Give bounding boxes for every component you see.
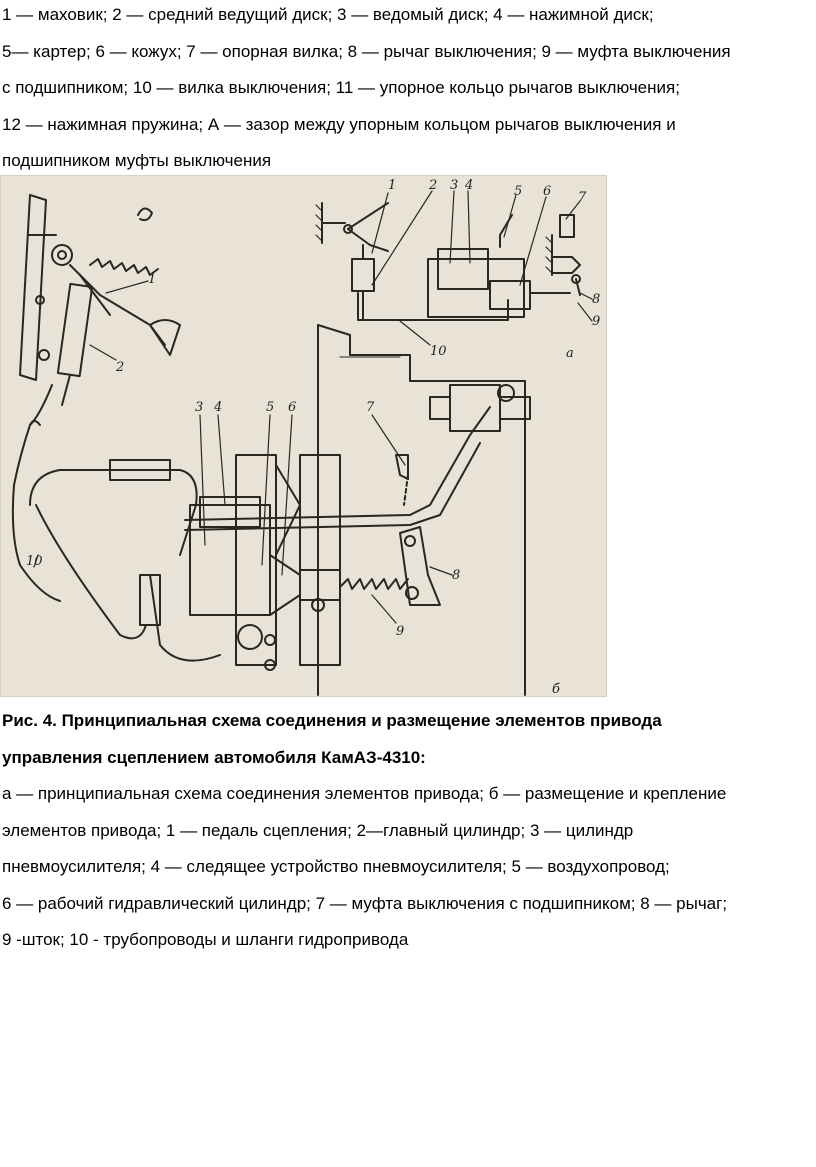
label-a-letter: a [566,346,574,361]
label-b-2: 2 [115,360,124,375]
label-b-10: 10 [26,554,43,569]
label-b-4: 4 [213,400,222,415]
label-a-3: 3 [450,178,458,193]
legend-line: подшипником муфты выключения [2,151,272,170]
figure-background [0,175,607,697]
clutch-drive-figure: 1 2 3 4 5 6 7 8 9 10 a 1 2 3 4 5 6 7 8 9… [0,175,607,697]
label-a-8: 8 [592,292,600,307]
label-a-9: 9 [592,314,600,329]
figure-caption: Рис. 4. Принципиальная схема соединения … [2,703,814,959]
label-a-6: 6 [543,184,551,199]
label-a-7: 7 [578,190,587,205]
caption-body-line: элементов привода; 1 — педаль сцепления;… [2,820,634,840]
schematic-a [315,202,581,321]
label-b-1: 1 [148,272,156,287]
legend-top: 1 — маховик; 2 — средний ведущий диск; 3… [2,0,814,180]
label-b-3: 3 [195,400,203,415]
label-b-8: 8 [452,568,460,583]
assembly-b [11,194,531,696]
caption-title-line: управления сцеплением автомобиля КамАЗ-4… [2,747,426,767]
caption-body-line: 6 — рабочий гидравлический цилиндр; 7 — … [2,893,728,913]
label-a-1: 1 [388,178,396,193]
label-b-5: 5 [266,400,274,415]
caption-body-line: 9 -шток; 10 - трубопроводы и шланги гидр… [2,930,409,949]
label-b-9: 9 [396,624,404,639]
label-b-6: 6 [288,400,296,415]
label-a-4: 4 [464,178,473,193]
label-a-5: 5 [514,184,522,199]
caption-title-line: Рис. 4. Принципиальная схема соединения … [2,711,662,730]
label-a-10: 10 [430,344,447,359]
caption-body-line: пневмоусилителя; 4 — следящее устройство… [2,857,670,876]
legend-line: с подшипником; 10 — вилка выключения; 11… [2,78,680,97]
legend-line: 12 — нажимная пружина; А — зазор между у… [2,114,676,134]
legend-line: 1 — маховик; 2 — средний ведущий диск; 3… [2,5,654,24]
caption-body-line: а — принципиальная схема соединения элем… [2,784,727,803]
legend-line: 5— картер; 6 — кожух; 7 — опорная вилка;… [2,41,731,61]
label-b-7: 7 [366,400,375,415]
label-b-letter: б [552,682,560,697]
label-a-2: 2 [428,178,437,193]
